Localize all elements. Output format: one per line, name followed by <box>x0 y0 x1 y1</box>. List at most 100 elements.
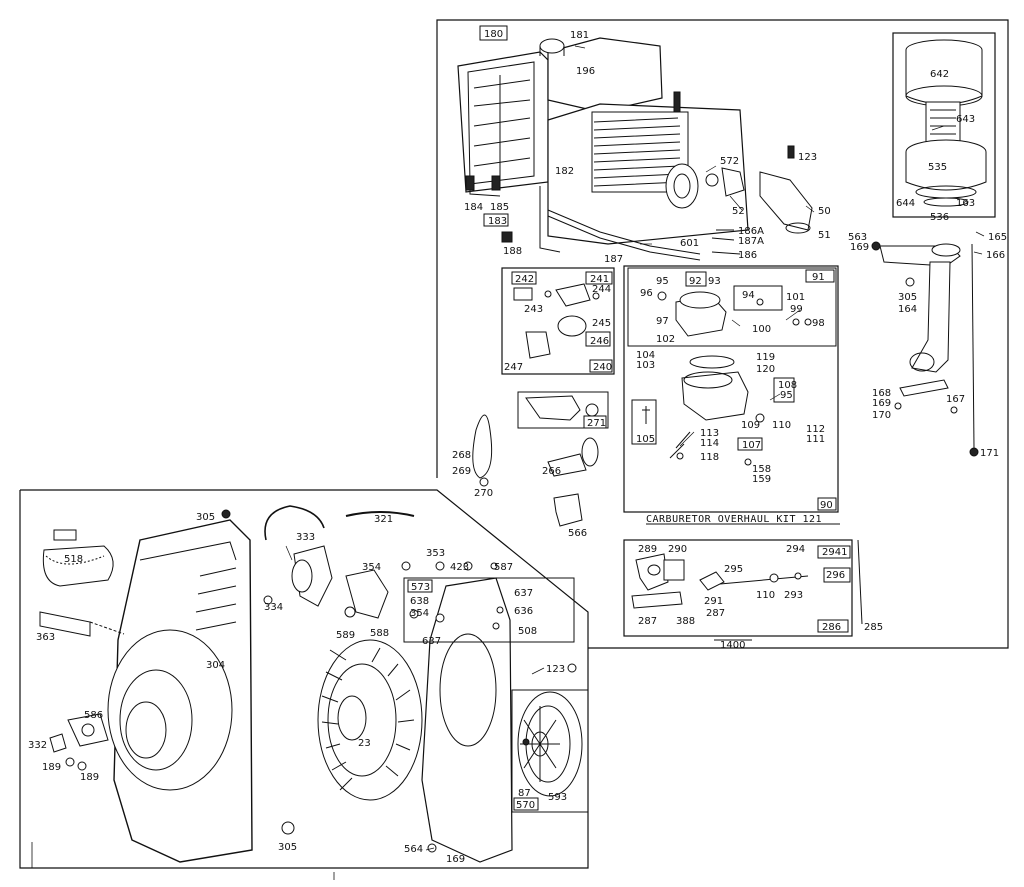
callout-183: 183 <box>488 216 507 227</box>
callout-363: 363 <box>36 632 55 643</box>
ignition-coil <box>263 505 415 619</box>
callout-518: 518 <box>64 554 83 565</box>
callout-94: 94 <box>742 290 755 301</box>
callout-184: 184 <box>464 202 483 213</box>
callout-305-bottom: 305 <box>278 842 297 853</box>
callout-95-upper: 95 <box>656 276 669 287</box>
callout-423: 423 <box>450 562 469 573</box>
upper-panel-outline <box>436 19 1009 649</box>
callout-158: 158 <box>752 464 771 475</box>
callout-110: 110 <box>772 420 791 431</box>
callout-90: 90 <box>820 500 833 511</box>
callout-96: 96 <box>640 288 653 299</box>
callout-245: 245 <box>592 318 611 329</box>
callout-186a: 186A <box>738 226 764 237</box>
callout-589: 589 <box>336 630 355 641</box>
callout-535: 535 <box>928 162 947 173</box>
callout-23: 23 <box>358 738 371 749</box>
callout-246: 246 <box>590 336 609 347</box>
callout-107: 107 <box>742 440 761 451</box>
callout-103: 103 <box>636 360 655 371</box>
rewind-starter <box>511 663 589 813</box>
starter-plate <box>401 561 575 863</box>
callout-159: 159 <box>752 474 771 485</box>
callout-291: 291 <box>704 596 723 607</box>
callout-189-left: 189 <box>42 762 61 773</box>
callout-102: 102 <box>656 334 675 345</box>
callout-290: 290 <box>668 544 687 555</box>
callout-51: 51 <box>818 230 831 241</box>
callout-50: 50 <box>818 206 831 217</box>
callout-labels: 180 181 196 182 184 185 183 188 187 572 … <box>28 29 1007 865</box>
callout-171: 171 <box>980 448 999 459</box>
callout-271: 271 <box>587 418 606 429</box>
callout-163: 163 <box>956 198 975 209</box>
callout-108: 108 <box>778 380 797 391</box>
scan-marks <box>31 842 335 880</box>
callout-334: 334 <box>264 602 283 613</box>
callout-570: 570 <box>516 800 535 811</box>
callout-588: 588 <box>370 628 389 639</box>
callout-644: 644 <box>896 198 915 209</box>
callout-240: 240 <box>593 362 612 373</box>
air-filter-assembly <box>892 32 996 218</box>
callout-118: 118 <box>700 452 719 463</box>
callout-123-lower: 123 <box>546 664 565 675</box>
callout-95-lower: 95 <box>780 390 793 401</box>
callout-247: 247 <box>504 362 523 373</box>
callout-241: 241 <box>590 274 609 285</box>
callout-566: 566 <box>568 528 587 539</box>
callout-182: 182 <box>555 166 574 177</box>
callout-601: 601 <box>680 238 699 249</box>
flywheel <box>317 639 423 801</box>
callout-593: 593 <box>548 792 567 803</box>
callout-105: 105 <box>636 434 655 445</box>
callout-266: 266 <box>542 466 561 477</box>
fuel-pump-box <box>501 267 615 375</box>
callout-170: 170 <box>872 410 891 421</box>
callout-294: 294 <box>786 544 805 555</box>
left-small-parts <box>39 529 125 771</box>
callout-637-left: 637 <box>422 636 441 647</box>
callout-305-top: 305 <box>196 512 215 523</box>
callout-285: 285 <box>864 622 883 633</box>
governor-parts <box>472 391 609 527</box>
callout-269: 269 <box>452 466 471 477</box>
callout-186: 186 <box>738 250 757 261</box>
callout-333: 333 <box>296 532 315 543</box>
callout-354-bottom: 354 <box>410 608 429 619</box>
callout-104: 104 <box>636 350 655 361</box>
callout-321: 321 <box>374 514 393 525</box>
blower-housing <box>107 509 295 863</box>
callout-114: 114 <box>700 438 719 449</box>
callout-111: 111 <box>806 434 825 445</box>
callout-109: 109 <box>741 420 760 431</box>
callout-98: 98 <box>812 318 825 329</box>
callout-643: 643 <box>956 114 975 125</box>
callout-119: 119 <box>756 352 775 363</box>
callout-508: 508 <box>518 626 537 637</box>
carburetor-kit-caption: CARBURETOR OVERHAUL KIT 121 <box>646 514 822 525</box>
callout-92: 92 <box>689 276 702 287</box>
callout-91: 91 <box>812 272 825 283</box>
callout-536: 536 <box>930 212 949 223</box>
callout-196: 196 <box>576 66 595 77</box>
callout-242: 242 <box>515 274 534 285</box>
callout-586: 586 <box>84 710 103 721</box>
callout-636: 636 <box>514 606 533 617</box>
callout-112: 112 <box>806 424 825 435</box>
callout-305-right: 305 <box>898 292 917 303</box>
callout-587: 587 <box>494 562 513 573</box>
callout-642: 642 <box>930 69 949 80</box>
callout-296: 296 <box>826 570 845 581</box>
callout-638: 638 <box>410 596 429 607</box>
callout-169-bottom: 169 <box>446 854 465 865</box>
callout-244: 244 <box>592 284 611 295</box>
callout-93: 93 <box>708 276 721 287</box>
callout-185: 185 <box>490 202 509 213</box>
callout-101: 101 <box>786 292 805 303</box>
callout-180: 180 <box>484 29 503 40</box>
callout-573: 573 <box>411 582 430 593</box>
